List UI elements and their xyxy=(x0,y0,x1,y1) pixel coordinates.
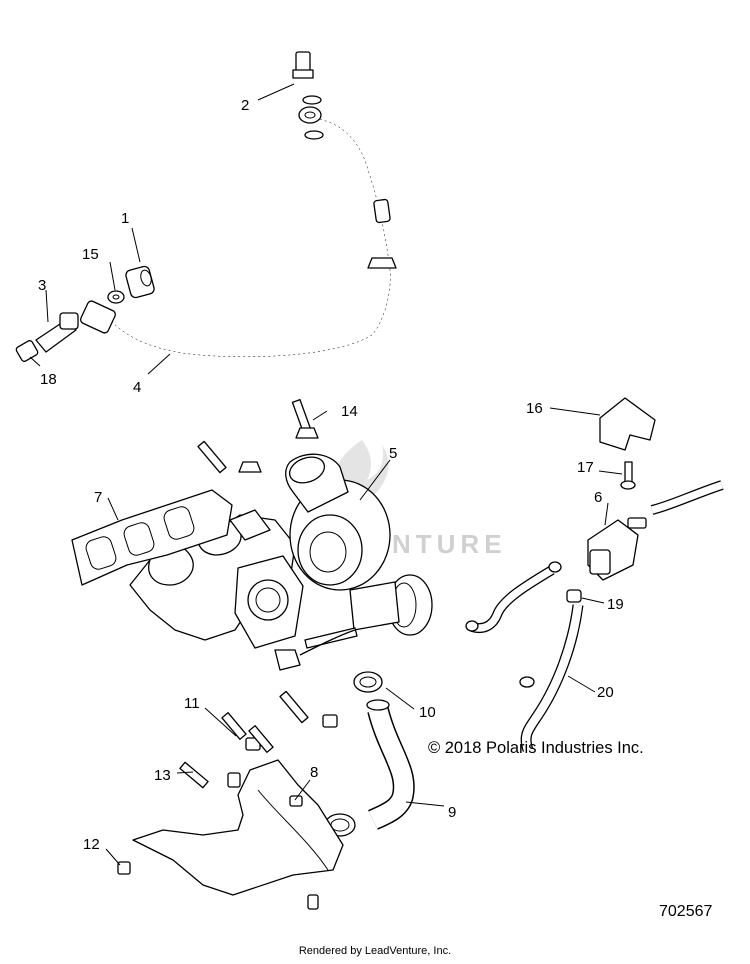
oil-feed-line xyxy=(79,114,397,360)
diagram-id: 702567 xyxy=(659,903,713,920)
callout-7: 7 xyxy=(94,489,102,506)
banjo-bolt-2 xyxy=(292,51,324,140)
rendered-by-credit: Rendered by LeadVenture, Inc. xyxy=(298,945,452,957)
callout-12: 12 xyxy=(83,836,100,853)
callout-15: 15 xyxy=(82,246,99,263)
callout-9: 9 xyxy=(448,804,456,821)
callout-6: 6 xyxy=(594,489,602,506)
cap-19 xyxy=(566,589,582,603)
turbocharger xyxy=(129,399,433,671)
bolt-17 xyxy=(620,461,636,490)
callout-10: 10 xyxy=(419,704,436,721)
callout-11: 11 xyxy=(184,695,200,712)
hose-20 xyxy=(519,604,584,752)
manifold-gasket-7 xyxy=(71,489,233,586)
callout-4: 4 xyxy=(133,379,141,396)
callout-19: 19 xyxy=(607,596,624,613)
hose-9 xyxy=(366,699,415,830)
callout-14: 14 xyxy=(341,403,358,420)
studs-and-nuts xyxy=(117,690,338,910)
bracket-16 xyxy=(599,397,656,451)
callout-16: 16 xyxy=(526,400,543,417)
callouts: 1 2 3 4 5 6 7 8 9 10 11 12 13 14 15 16 1… xyxy=(38,97,624,853)
callout-18: 18 xyxy=(40,371,57,388)
callout-2: 2 xyxy=(241,97,249,114)
washer-15 xyxy=(107,290,125,304)
cap-18 xyxy=(15,340,39,362)
callout-3: 3 xyxy=(38,277,46,294)
watermark-text: NTURE xyxy=(392,529,507,559)
adapter-3 xyxy=(35,312,79,353)
clamp-10 xyxy=(353,671,383,693)
boost-control-valve-6 xyxy=(587,517,647,581)
callout-5: 5 xyxy=(389,445,397,462)
fitting-1 xyxy=(125,265,155,299)
leader-lines xyxy=(29,83,623,866)
heat-shield-8 xyxy=(132,759,344,896)
callout-20: 20 xyxy=(597,684,614,701)
copyright-notice: © 2018 Polaris Industries Inc. xyxy=(428,739,644,757)
vacuum-hose xyxy=(465,480,724,634)
callout-1: 1 xyxy=(121,210,129,227)
callout-17: 17 xyxy=(577,459,594,476)
callout-8: 8 xyxy=(310,764,318,781)
callout-13: 13 xyxy=(154,767,171,784)
